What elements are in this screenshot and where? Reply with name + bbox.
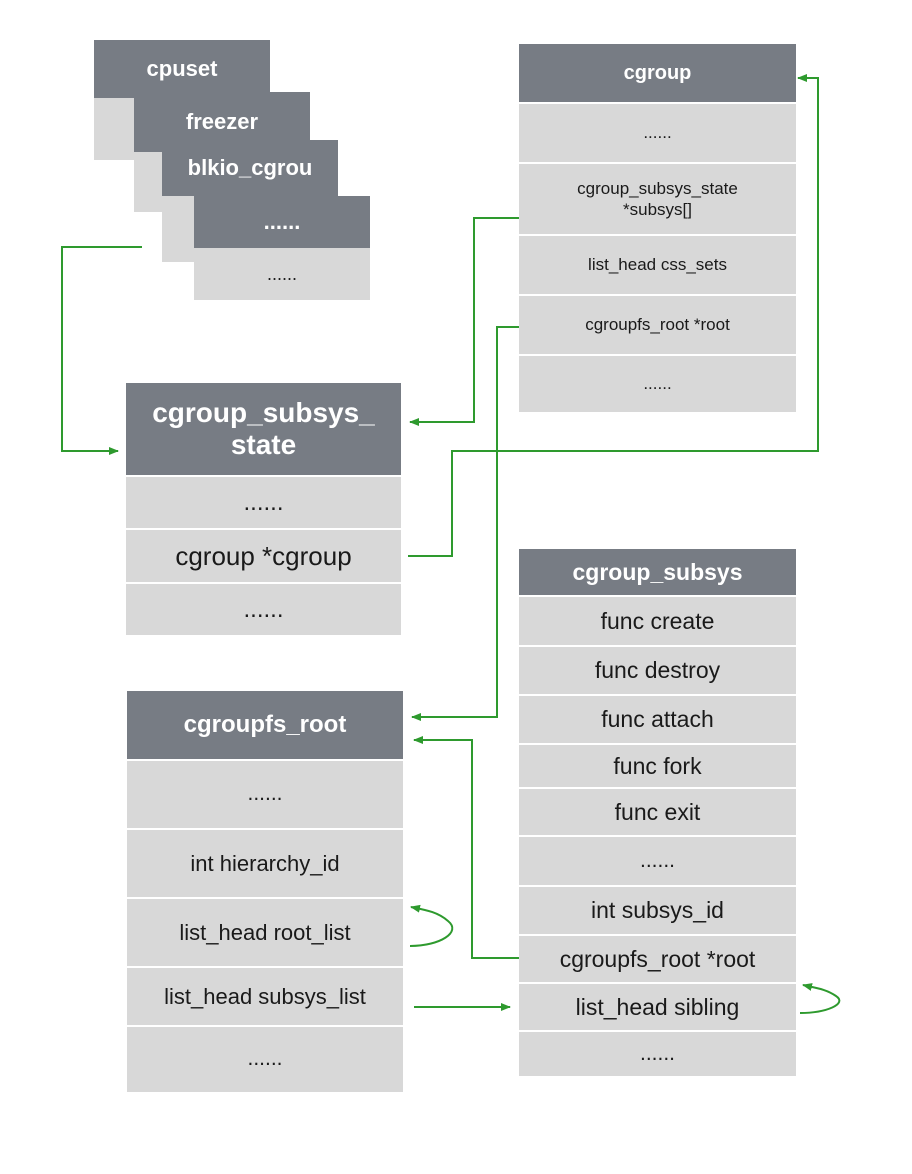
cgroup-row-ellipsis-2: ...... (519, 354, 796, 412)
more-subsystems-label: ...... (194, 196, 370, 248)
blkio-label: blkio_cgrou (162, 140, 338, 196)
root-row-ellipsis-1: ...... (127, 759, 403, 828)
blkio-tab: blkio_cgrou (162, 140, 338, 196)
css-row-cgroup: cgroup *cgroup (126, 528, 401, 582)
cgroup-title: cgroup (519, 44, 796, 102)
arrow-subsys-array-to-css (409, 217, 519, 426)
cpuset-tab: cpuset (94, 40, 270, 98)
subsys-row-attach: func attach (519, 694, 796, 743)
arrow-subsys-root-to-cgroupfs-root (413, 736, 519, 959)
cgroupfs-root-struct: cgroupfs_root ...... int hierarchy_id li… (127, 691, 403, 1092)
subsys-row-ellipsis-1: ...... (519, 835, 796, 885)
cgroup-row-root: cgroupfs_root *root (519, 294, 796, 354)
subsys-row-create: func create (519, 595, 796, 645)
root-row-hierarchy-id: int hierarchy_id (127, 828, 403, 897)
cpuset-label: cpuset (94, 40, 270, 98)
cgroup-struct: cgroup ...... cgroup_subsys_state *subsy… (519, 44, 796, 412)
arrow-cgroup-root-to-cgroupfs-root (411, 326, 519, 721)
cgroup-subsys-struct: cgroup_subsys func create func destroy f… (519, 549, 796, 1076)
more-subsystems-tab: ...... (194, 196, 370, 248)
subsys-row-destroy: func destroy (519, 645, 796, 694)
subsys-row-ellipsis-2: ...... (519, 1030, 796, 1076)
subsys-row-subsys-id: int subsys_id (519, 885, 796, 934)
cgroupfs-root-title: cgroupfs_root (127, 691, 403, 759)
css-row-ellipsis-1: ...... (126, 475, 401, 528)
css-row-ellipsis-2: ...... (126, 582, 401, 635)
root-row-ellipsis-2: ...... (127, 1025, 403, 1092)
root-row-subsys-list: list_head subsys_list (127, 966, 403, 1025)
cgroup-subsys-state-title: cgroup_subsys_ state (126, 383, 401, 475)
more-subsystems-row: ...... (194, 248, 370, 300)
cgroup-row-css-sets: list_head css_sets (519, 234, 796, 294)
cgroup-subsys-state-struct: cgroup_subsys_ state ...... cgroup *cgro… (126, 383, 401, 635)
cgroup-row-ellipsis-1: ...... (519, 102, 796, 162)
arrow-root-list-self-loop (409, 904, 454, 947)
subsys-row-exit: func exit (519, 787, 796, 835)
arrow-sibling-self-loop (799, 983, 841, 1014)
subsys-row-fork: func fork (519, 743, 796, 787)
cgroup-subsys-title: cgroup_subsys (519, 549, 796, 595)
root-row-root-list: list_head root_list (127, 897, 403, 966)
cgroup-row-subsys: cgroup_subsys_state *subsys[] (519, 162, 796, 234)
subsys-row-sibling: list_head sibling (519, 982, 796, 1030)
subsys-row-root: cgroupfs_root *root (519, 934, 796, 982)
